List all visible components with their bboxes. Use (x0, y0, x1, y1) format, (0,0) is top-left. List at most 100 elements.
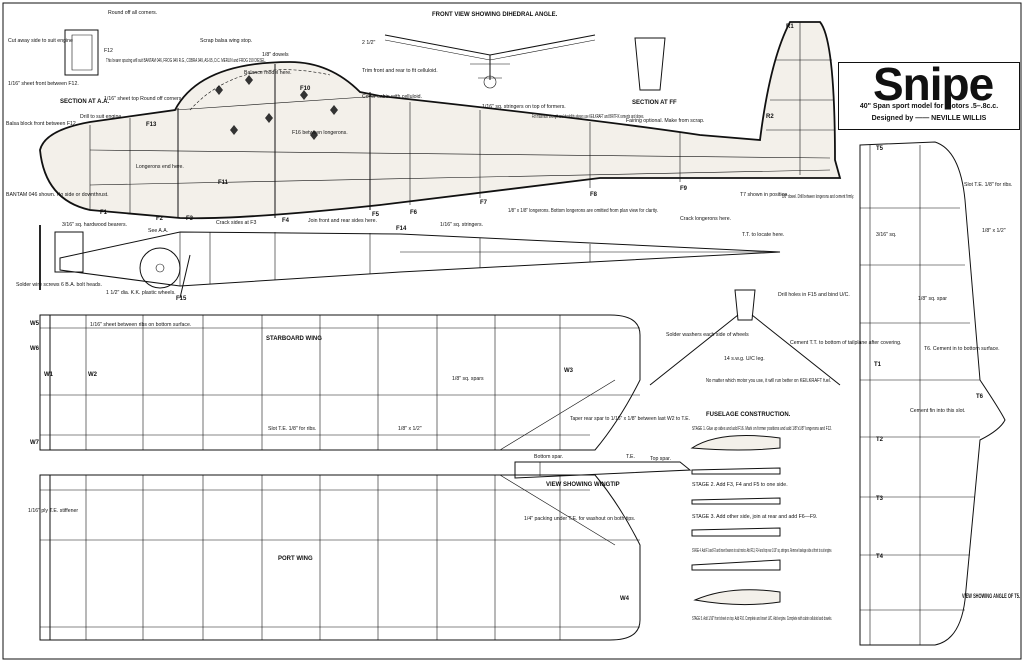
w3-label: W3 (564, 368, 574, 374)
f10-label: F10 (300, 86, 311, 92)
sheet-between-note: 1/16" sheet between ribs on bottom surfa… (90, 322, 191, 328)
section-ff-label: SECTION AT FF (632, 100, 677, 106)
port-wing-label: PORT WING (278, 556, 313, 562)
ply-note: 1/16" ply T.E. stiffener (28, 508, 78, 514)
slot-te-tail-note: Slot T.E. 1/8" for ribs. (964, 182, 1012, 188)
crack-f3-note: Crack sides at F3 (216, 220, 256, 226)
wheels-note: 1 1/2" dia. K.K. plastic wheels. (106, 290, 176, 296)
dowel-drill-note: 1/8" dowel. Drill between longerons and … (782, 194, 854, 200)
section-aa-sketch (64, 29, 99, 76)
fuselage-side-view (39, 21, 842, 220)
tail-te-note: 1/8" x 1/2" (982, 228, 1006, 234)
te-label: T.E. (626, 454, 635, 460)
sheet-top-note: 1/16" sheet top Round off corners. (104, 96, 183, 102)
sheet-front-note: 1/16" sheet front between F12. (8, 81, 79, 87)
f15-label: F15 (176, 296, 187, 302)
dowels-note: 1/8" dowels (262, 52, 289, 58)
top-spar-label: Top spar. (650, 456, 671, 462)
view-angle-label: VIEW SHOWING ANGLE OF T5. (962, 594, 1020, 600)
solder-washers-note: Solder washers each side of wheels (666, 332, 749, 338)
stage2-note: STAGE 2. Add F3, F4 and F5 to one side. (692, 482, 788, 488)
dihedral-label: 2 1/2" (362, 40, 376, 46)
join-front-note: Join front and rear sides here. (308, 218, 377, 224)
section-aa-label: SECTION AT A.A. (60, 99, 109, 105)
t6-cement-note: T6. Cement in to bottom surface. (924, 346, 1000, 352)
scrap-stop-note: Scrap balsa wing stop. (200, 38, 252, 44)
fuselage-stages (690, 435, 781, 606)
taper-note: Taper rear spar to 1/16" x 1/8" between … (570, 416, 690, 422)
f3-label: F3 (186, 216, 194, 222)
stage1-note: STAGE 1. Glue up sides and add F16. Mark… (692, 426, 832, 432)
fuselage-top-view (39, 225, 781, 299)
f13-label: F13 (146, 122, 157, 128)
t4-label: T4 (876, 554, 884, 560)
front-view-label: FRONT VIEW SHOWING DIHEDRAL ANGLE. (432, 12, 558, 18)
t5-label: T5 (876, 146, 884, 152)
f11-label: F11 (218, 180, 229, 186)
bearer-spacing-note: This bearer spacing will suit BANTAM 046… (106, 58, 266, 64)
see-aa-note: See A.A. (148, 228, 168, 234)
w1-label: W1 (44, 372, 54, 378)
fairing-note: Fairing optional. Make from scrap. (626, 118, 704, 124)
slot-te-note: Slot T.E. 1/8" for ribs. (268, 426, 316, 432)
drill-holes-note: Drill holes in F15 and bind U/C. (778, 292, 850, 298)
port-wing-plan (39, 474, 641, 641)
starboard-wing-label: STARBOARD WING (266, 336, 322, 342)
hardwood-note: 3/16" sq. hardwood bearers. (62, 222, 127, 228)
t3-label: T3 (876, 496, 884, 502)
cut-away-note: Cut away side to suit engine (8, 38, 73, 44)
cover-cabin-note: Cover cabin with celluloid. (362, 94, 422, 100)
balsa-block-note: Balsa block front between F12. (6, 121, 77, 127)
tt-locate-note: T.T. to locate here. (742, 232, 784, 238)
f16-note: F16 between longerons. (292, 130, 348, 136)
crack-longerons-note: Crack longerons here. (680, 216, 731, 222)
strength-note: For maximum strength and durability alwa… (532, 114, 644, 120)
tailplane-plan (859, 141, 1006, 646)
w2-label: W2 (88, 372, 98, 378)
cement-tt-note: Cement T.T. to bottom of tailplane after… (790, 340, 902, 346)
front-view-dihedral (384, 34, 596, 89)
tail-spar-note: 1/8" sq. spar (918, 296, 947, 302)
w6-label: W6 (30, 346, 40, 352)
section-ff-sketch (634, 37, 666, 91)
stage3-note: STAGE 3. Add other side, join at rear an… (692, 514, 817, 520)
t6-label: T6 (976, 394, 984, 400)
wingtip-detail (514, 461, 692, 479)
starboard-wing-plan (39, 314, 641, 451)
w5-label: W5 (30, 321, 40, 327)
motor-note: No matter which motor you use, it will r… (706, 378, 831, 384)
f1-label: F1 (100, 210, 108, 216)
stage5-note: STAGE 5. Add 1/16" front sheet on top. A… (692, 616, 832, 622)
f6-label: F6 (410, 210, 418, 216)
r1-label: R1 (786, 24, 794, 30)
undercarriage-front-view (649, 289, 841, 386)
t2-label: T2 (876, 437, 884, 443)
round-corners-note: Round off all corners. (108, 10, 157, 16)
packing-note: 1/4" packing under T.E. for washout on b… (524, 516, 635, 522)
stringers-top-note: 1/16" sq. stringers on top of formers. (482, 104, 566, 110)
plan-labels: Round off all corners. Cut away side to … (6, 10, 1020, 622)
f5-label: F5 (372, 212, 380, 218)
swg-note: 14 s.w.g. U/C leg. (724, 356, 765, 362)
f14-label: F14 (396, 226, 407, 232)
trim-note: Trim front and rear to fit celluloid. (362, 68, 438, 74)
model-name: Snipe (873, 58, 994, 110)
wingtip-label: VIEW SHOWING WINGTIP (546, 482, 620, 488)
w4-label: W4 (620, 596, 630, 602)
stage4-note: STAGE 4. Add F1 and F2 and insert bearer… (692, 548, 832, 554)
r2-label: R2 (766, 114, 774, 120)
tail-le-note: 3/16" sq. (876, 232, 896, 238)
stringers-note: 1/16" sq. stringers. (440, 222, 483, 228)
bottom-longerons-note: 1/8" x 1/8" longerons. Bottom longerons … (508, 208, 658, 214)
f12-label: F12 (104, 48, 113, 54)
fuselage-construction-label: FUSELAGE CONSTRUCTION. (706, 412, 791, 418)
t7-shown-note: T7 shown in position. (740, 192, 789, 198)
f9-label: F9 (680, 186, 688, 192)
f2-label: F2 (156, 216, 164, 222)
model-subtitle: 40" Span sport model for motors .5–.8c.c… (859, 103, 999, 110)
title-block: Snipe 40" Span sport model for motors .5… (838, 58, 1020, 130)
bottom-spar-label: Bottom spar. (534, 454, 563, 460)
w7-label: W7 (30, 440, 40, 446)
